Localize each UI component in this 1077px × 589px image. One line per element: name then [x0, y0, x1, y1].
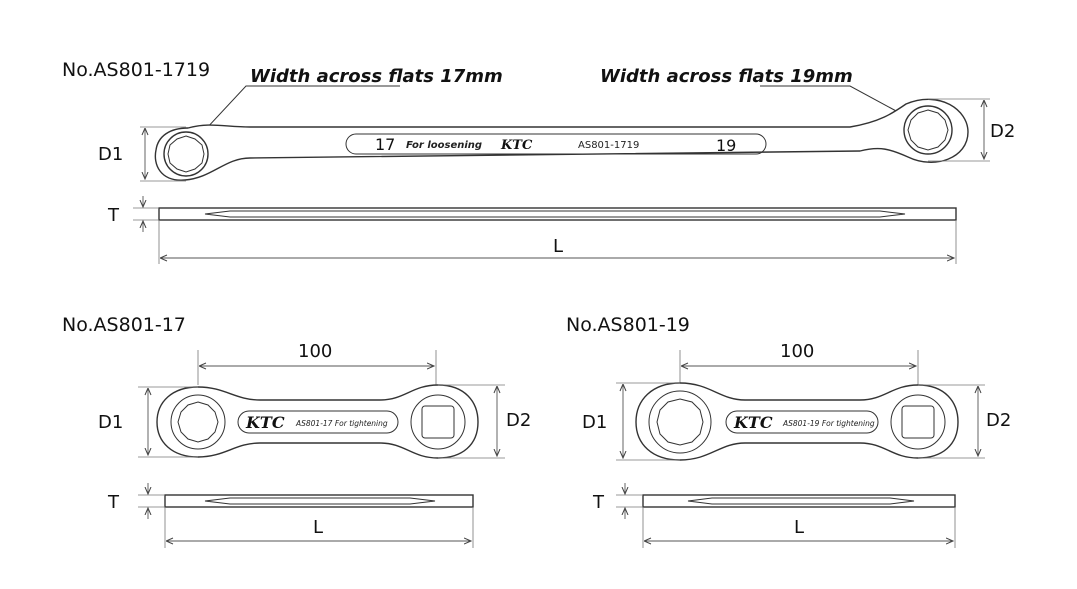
left-ring-left — [170, 394, 226, 450]
leader-line-left — [204, 85, 400, 131]
right-dim-t-label: T — [592, 492, 605, 513]
top-label-model: AS801-1719 — [578, 140, 639, 151]
top-label-plate — [345, 133, 767, 155]
top-dim-d2-label: D2 — [990, 121, 1015, 142]
right-label-text: AS801-19 For tightening — [782, 419, 875, 428]
top-dim-d1-label: D1 — [98, 144, 123, 165]
top-label-size-left: 17 — [375, 135, 395, 154]
left-dim-100-label: 100 — [298, 341, 332, 362]
right-dim-l-label: L — [794, 517, 804, 538]
top-dim-l-label: L — [553, 236, 563, 257]
left-dim-d1-label: D1 — [98, 412, 123, 433]
top-model-number: No.AS801-1719 — [62, 59, 210, 81]
left-label-plate — [237, 410, 399, 434]
left-dim-d2-label: D2 — [506, 410, 531, 431]
left-bihex — [177, 401, 219, 443]
left-model-number: No.AS801-17 — [62, 314, 186, 336]
top-bihex-right — [907, 109, 949, 151]
right-model-number: No.AS801-19 — [566, 314, 690, 336]
right-dim-d2-label: D2 — [986, 410, 1011, 431]
left-side-profile — [164, 494, 474, 508]
top-label-purpose: For loosening — [406, 140, 482, 151]
right-square-drive — [901, 405, 935, 439]
left-side-profile-inner — [204, 497, 436, 505]
right-wrench-group: No.AS801-19 100 KTC AS801-19 For tighten… — [566, 314, 1011, 548]
top-dim-t-label: T — [107, 205, 120, 226]
right-ring-right — [890, 394, 946, 450]
right-brand-logo: KTC — [733, 413, 773, 432]
top-ring-left — [163, 131, 209, 177]
top-wrench-body — [154, 98, 969, 181]
annotation-left-flats: Width across flats 17mm — [250, 66, 503, 87]
left-brand-logo: KTC — [245, 413, 285, 432]
top-brand-logo: KTC — [500, 138, 533, 153]
left-dim-l-label: L — [313, 517, 323, 538]
right-label-plate — [725, 410, 879, 434]
right-side-profile-inner — [687, 497, 915, 505]
top-side-profile-inner — [204, 210, 906, 218]
top-ring-right — [903, 105, 953, 155]
annotation-right-flats: Width across flats 19mm — [600, 66, 853, 87]
top-bihex-left — [167, 135, 205, 173]
right-bihex — [656, 398, 704, 446]
top-label-size-right: 19 — [716, 136, 736, 155]
top-side-profile — [158, 207, 957, 221]
left-dim-t-label: T — [107, 492, 120, 513]
top-wrench-group: No.AS801-1719 Width across flats 17mm Wi… — [62, 59, 1015, 264]
left-wrench-group: No.AS801-17 100 KTC AS801-17 For tighten… — [62, 314, 531, 548]
right-dim-100-label: 100 — [780, 341, 814, 362]
left-ring-right — [410, 394, 466, 450]
right-ring-left — [648, 390, 712, 454]
right-dim-d1-label: D1 — [582, 412, 607, 433]
left-square-drive — [421, 405, 455, 439]
left-label-text: AS801-17 For tightening — [295, 419, 388, 428]
